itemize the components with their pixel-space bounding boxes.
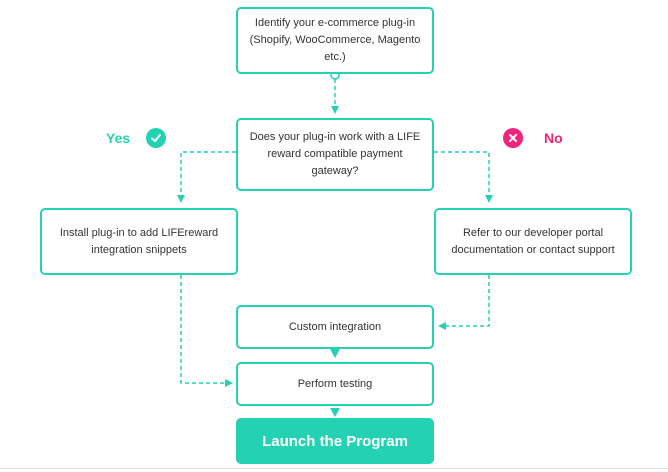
check-circle-icon <box>146 128 166 148</box>
connector-custom-testing <box>330 349 340 358</box>
node-identify-plugin-text: Identify your e-commerce plug-in (Shopif… <box>249 17 421 63</box>
connector-refer-custom <box>438 275 490 330</box>
node-perform-testing: Perform testing <box>236 362 434 406</box>
divider <box>0 468 668 469</box>
node-refer-support: Refer to our developer portal documentat… <box>434 208 632 275</box>
node-launch-program: Launch the Program <box>236 418 434 464</box>
node-install-plugin: Install plug-in to add LIFEreward integr… <box>40 208 238 275</box>
node-custom-integration: Custom integration <box>236 305 434 349</box>
node-question-gateway: Does your plug-in work with a LIFE rewar… <box>236 118 434 191</box>
branch-no-label: No <box>544 130 563 146</box>
connector-testing-launch <box>330 408 340 417</box>
connector-question-refer <box>434 151 493 203</box>
branch-yes-label: Yes <box>106 130 131 146</box>
node-install-plugin-text: Install plug-in to add LIFEreward integr… <box>59 226 219 256</box>
node-refer-support-text: Refer to our developer portal documentat… <box>451 226 615 256</box>
node-custom-integration-text: Custom integration <box>288 320 382 333</box>
connector-question-install <box>177 151 236 203</box>
node-launch-program-text: Launch the Program <box>262 432 408 450</box>
node-perform-testing-text: Perform testing <box>297 377 373 390</box>
node-question-gateway-text: Does your plug-in work with a LIFE rewar… <box>249 131 421 177</box>
connector-install-testing <box>180 275 233 387</box>
node-identify-plugin: Identify your e-commerce plug-in (Shopif… <box>236 7 434 74</box>
x-circle-icon <box>503 128 523 148</box>
